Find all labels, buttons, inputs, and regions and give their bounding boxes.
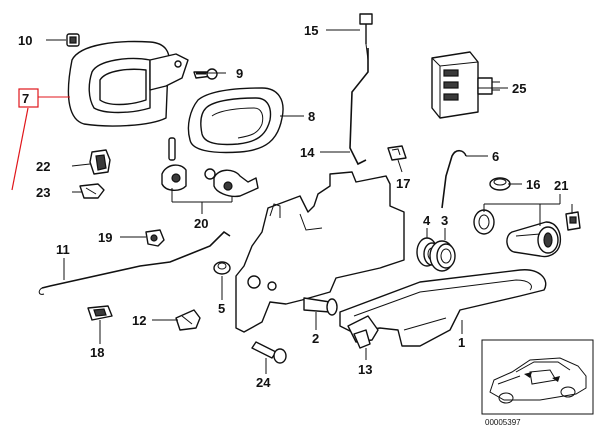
part-13-handle-gasket[interactable] [353, 329, 371, 349]
callout-21: 21 [554, 178, 568, 193]
callout-1: 1 [458, 335, 465, 350]
part-25-central-lock-actuator[interactable] [431, 51, 500, 119]
leader-lines [46, 29, 573, 374]
callout-12: 12 [132, 313, 146, 328]
part-3-bezel-ring[interactable] [429, 240, 456, 272]
callout-3: 3 [441, 213, 448, 228]
part-18-clip[interactable] [87, 305, 113, 321]
callout-17: 17 [396, 176, 410, 191]
part-16-grommet[interactable] [489, 177, 511, 191]
callout-5: 5 [218, 301, 225, 316]
part-7-inner-handle-bezel[interactable] [67, 40, 189, 127]
inset-reference-number: 00005397 [485, 418, 521, 427]
part-23-clip[interactable] [79, 183, 105, 199]
callout-25: 25 [512, 81, 526, 96]
part-11-release-rod[interactable] [38, 230, 231, 295]
callout-numbers: 10 7 9 8 15 14 17 25 6 16 21 4 3 22 23 2… [18, 23, 568, 390]
callout-11: 11 [56, 242, 70, 257]
callout-10: 10 [18, 33, 32, 48]
part-21-lock-cylinder[interactable] [473, 209, 581, 258]
part-2-bolt[interactable] [303, 297, 338, 316]
callout-8: 8 [308, 109, 315, 124]
callout-23: 23 [36, 185, 50, 200]
part-9-screw[interactable] [193, 68, 218, 80]
callout-20: 20 [194, 216, 208, 231]
vehicle-location-inset: 00005397 [481, 339, 594, 427]
callout-19: 19 [98, 230, 112, 245]
callout-6: 6 [492, 149, 499, 164]
part-8-trim-ring[interactable] [187, 87, 284, 154]
callout-15: 15 [304, 23, 318, 38]
callout-18: 18 [90, 345, 104, 360]
callout-2: 2 [312, 331, 319, 346]
part-22-catch[interactable] [89, 149, 111, 175]
part-19-clip[interactable] [145, 229, 165, 247]
part-6-lock-rod[interactable] [441, 149, 467, 209]
part-17-rod-clip[interactable] [387, 145, 407, 161]
part-1-outside-door-handle[interactable] [339, 269, 547, 347]
callout-16: 16 [526, 177, 540, 192]
part-14-control-rod[interactable] [349, 48, 369, 166]
part-20-linkage-clips[interactable] [161, 137, 259, 198]
callout-24: 24 [256, 375, 271, 390]
part-12-clip[interactable] [175, 309, 201, 331]
callout-4: 4 [423, 213, 431, 228]
callout-22: 22 [36, 159, 50, 174]
callout-9: 9 [236, 66, 243, 81]
door-lock-carrier-plate[interactable] [235, 171, 405, 333]
callout-13: 13 [358, 362, 372, 377]
part-5-grommet[interactable] [213, 261, 231, 275]
part-10-clip[interactable] [66, 33, 80, 47]
part-24-pin-bolt[interactable] [251, 341, 287, 364]
part-15-lock-knob[interactable] [359, 13, 373, 61]
highlight-callout-7 [11, 88, 70, 191]
callout-14: 14 [300, 145, 315, 160]
callout-7: 7 [22, 91, 29, 106]
